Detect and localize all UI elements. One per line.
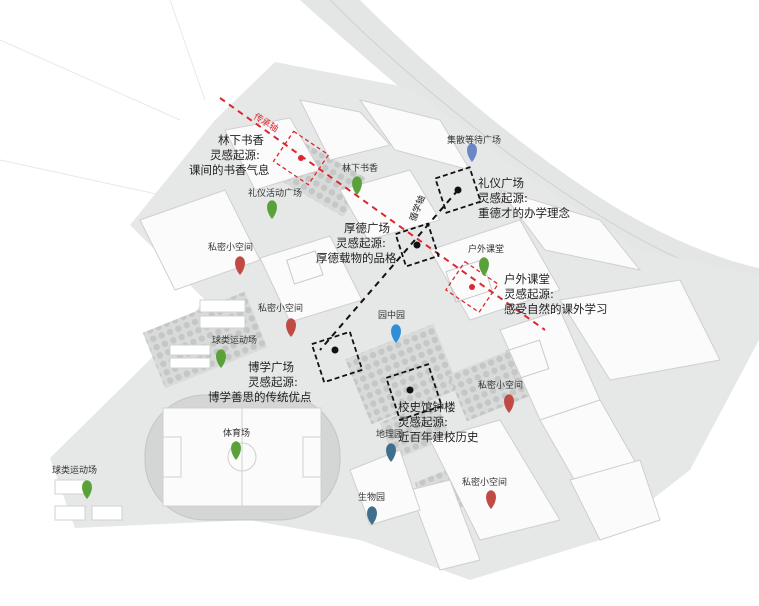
- annotation-history-tower: 校史馆钟楼 灵感起源: 近百年建校历史: [398, 400, 479, 444]
- annotation-virtue-plaza: 厚德广场 灵感起源: 厚德载物的品格: [316, 221, 397, 265]
- heritage-node-dots: [298, 155, 475, 290]
- road-band: [300, 0, 759, 300]
- buildings: [139, 99, 721, 571]
- annotation-outdoor-class: 户外课堂 灵感起源: 感受自然的课外学习: [504, 272, 608, 316]
- pin-private-space-1[interactable]: [235, 256, 245, 275]
- annotation-forest-reading: 林下书香 灵感起源: 课间的书香气息: [189, 133, 270, 177]
- annotation-title: 礼仪广场: [478, 176, 524, 190]
- pin-stadium[interactable]: [231, 441, 241, 460]
- annotation-line: 灵感起源:: [336, 236, 386, 250]
- annotation-line: 灵感起源:: [248, 375, 298, 389]
- annotation-title: 校史馆钟楼: [398, 400, 456, 414]
- pin-label: 私密小空间: [462, 476, 507, 488]
- pin-outdoor-class[interactable]: [479, 257, 489, 276]
- heritage-axis-line: [219, 97, 546, 331]
- annotation-line: 灵感起源:: [210, 148, 260, 162]
- pin-label: 私密小空间: [478, 379, 523, 391]
- annotation-line: 重德才的办学理念: [478, 206, 570, 220]
- pin-label: 集散等待广场: [447, 134, 501, 146]
- pin-forest-reading[interactable]: [352, 176, 362, 195]
- pin-label: 体育场: [223, 427, 250, 439]
- pins: [82, 143, 514, 525]
- annotation-line: 感受自然的课外学习: [504, 302, 608, 316]
- annotation-line: 厚德载物的品格: [316, 251, 397, 265]
- pin-label: 地理园: [376, 428, 403, 440]
- annotation-line: 灵感起源:: [478, 191, 528, 205]
- annotation-line: 近百年建校历史: [398, 430, 479, 444]
- learning-nodes: [310, 166, 482, 421]
- pin-label: 私密小空间: [258, 302, 303, 314]
- annotation-title: 户外课堂: [504, 272, 550, 286]
- pin-ball-court-1[interactable]: [216, 349, 226, 368]
- annotation-title: 博学广场: [248, 360, 294, 374]
- pin-gathering-plaza[interactable]: [467, 143, 477, 162]
- annotation-line: 博学善思的传统优点: [208, 390, 312, 404]
- annotation-ceremony-plaza: 礼仪广场 灵感起源: 重德才的办学理念: [478, 176, 570, 220]
- pin-label: 球类运动场: [212, 334, 257, 346]
- pin-ceremony-plaza[interactable]: [267, 200, 277, 219]
- ball-courts: [54, 299, 246, 521]
- pin-private-space-2[interactable]: [286, 318, 296, 337]
- pin-label: 户外课堂: [468, 243, 504, 255]
- courtyards: [286, 250, 550, 381]
- pin-labels: 集散等待广场 林下书香 礼仪活动广场 私密小空间 户外课堂 私密小空间 园中园 …: [52, 134, 523, 503]
- pin-label: 礼仪活动广场: [248, 187, 302, 199]
- pin-label: 私密小空间: [208, 241, 253, 253]
- pin-ball-court-2[interactable]: [82, 480, 92, 499]
- pin-label: 生物园: [358, 491, 385, 503]
- pin-private-space-3[interactable]: [504, 394, 514, 413]
- annotation-line: 课间的书香气息: [189, 163, 270, 177]
- pin-private-space-4[interactable]: [486, 490, 496, 509]
- heritage-nodes: [272, 130, 499, 314]
- annotation-line: 灵感起源:: [398, 415, 448, 429]
- pin-label: 球类运动场: [52, 464, 97, 476]
- annotations: 林下书香 灵感起源: 课间的书香气息 礼仪广场 灵感起源: 重德才的办学理念 厚…: [189, 133, 608, 444]
- sports-field: [144, 394, 341, 521]
- pin-garden[interactable]: [391, 324, 401, 343]
- annotation-learning-plaza: 博学广场 灵感起源: 博学善思的传统优点: [208, 360, 312, 404]
- annotation-title: 林下书香: [218, 133, 264, 147]
- pin-label: 林下书香: [342, 162, 378, 174]
- pin-label: 园中园: [378, 309, 405, 321]
- pin-geography-garden[interactable]: [386, 443, 396, 462]
- annotation-line: 灵感起源:: [504, 287, 554, 301]
- annotation-title: 厚德广场: [344, 221, 390, 235]
- axis-node-dots: [331, 186, 462, 394]
- pin-biology-garden[interactable]: [367, 506, 377, 525]
- learning-axis-line: [319, 189, 459, 351]
